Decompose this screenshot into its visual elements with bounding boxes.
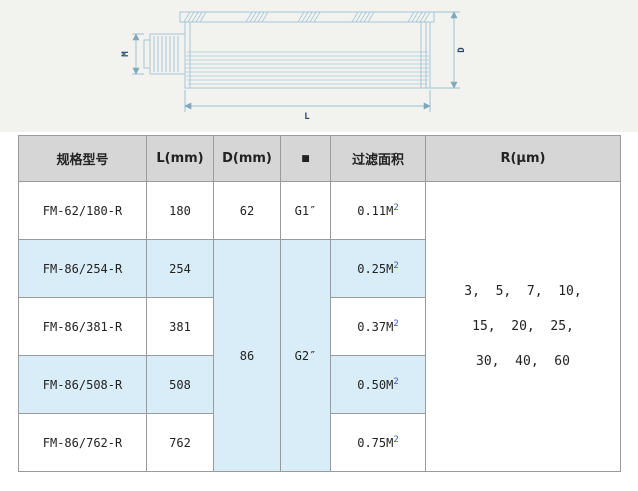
length-cell: 381 [146, 297, 214, 356]
port-cell: G1″ [280, 181, 331, 240]
area-superscript: 2 [393, 434, 399, 445]
model-cell: FM-86/762-R [18, 413, 147, 472]
area-superscript: 2 [393, 202, 399, 213]
rating-line: 3, 5, 7, 10, [464, 284, 582, 299]
area-cell: 0.37M2 [330, 297, 426, 356]
area-superscript: 2 [393, 318, 399, 329]
length-cell: 762 [146, 413, 214, 472]
area-superscript: 2 [393, 260, 399, 271]
rating-line: 15, 20, 25, [472, 319, 574, 334]
header-port: ■ [280, 135, 331, 182]
header-rating: R(μm) [425, 135, 621, 182]
dimension-l [184, 90, 431, 112]
header-filter-area: 过滤面积 [330, 135, 426, 182]
length-cell: 180 [146, 181, 214, 240]
diameter-cell: 62 [213, 181, 281, 240]
model-cell: FM-86/381-R [18, 297, 147, 356]
filter-body [184, 22, 431, 89]
header-row: 规格型号 L(mm) D(mm) ■ 过滤面积 R(μm) [18, 135, 621, 182]
area-value: 0.37M [357, 319, 394, 334]
filter-connector [143, 33, 186, 75]
area-value: 0.25M [357, 261, 394, 276]
filter-drawing-svg: M D L [121, 11, 467, 122]
rating-line: 30, 40, 60 [476, 354, 570, 369]
filter-technical-drawing: M D L [0, 0, 638, 132]
dimension-label-m: M [121, 51, 131, 57]
table-row: FM-86/762-R 762 0.75M2 [18, 413, 621, 472]
table-row: FM-62/180-R 180 62 G1″ 0.11M2 3, 5, 7, 1… [18, 181, 621, 472]
header-model: 规格型号 [18, 135, 147, 182]
area-cell: 0.50M2 [330, 355, 426, 414]
table-row: FM-86/508-R 508 0.50M2 [18, 355, 621, 414]
model-cell: FM-86/254-R [18, 239, 147, 298]
area-cell: 0.75M2 [330, 413, 426, 472]
port-cell-merged: G2″ [280, 239, 331, 472]
area-cell: 0.25M2 [330, 239, 426, 298]
dimension-label-d: D [457, 47, 467, 53]
model-cell: FM-86/508-R [18, 355, 147, 414]
dimension-m [132, 33, 144, 75]
diameter-cell-merged: 86 [213, 239, 281, 472]
header-length: L(mm) [146, 135, 214, 182]
filter-pleats [185, 51, 430, 85]
length-cell: 254 [146, 239, 214, 298]
dimension-d [430, 11, 460, 89]
rating-values-cell: 3, 5, 7, 10, 15, 20, 25, 30, 40, 60 [425, 181, 621, 472]
area-cell: 0.11M2 [330, 181, 426, 240]
header-diameter: D(mm) [213, 135, 281, 182]
length-cell: 508 [146, 355, 214, 414]
table-row: FM-86/381-R 381 0.37M2 [18, 297, 621, 356]
model-cell: FM-62/180-R [18, 181, 147, 240]
area-superscript: 2 [393, 376, 399, 387]
filter-top-rim [179, 11, 435, 23]
area-value: 0.75M [357, 435, 394, 450]
dimension-label-l: L [304, 112, 310, 122]
area-value: 0.11M [357, 203, 394, 218]
table-row: FM-86/254-R 254 86 G2″ 0.25M2 [18, 239, 621, 472]
spec-table: 规格型号 L(mm) D(mm) ■ 过滤面积 R(μm) FM-62/180-… [18, 135, 621, 472]
area-value: 0.50M [357, 377, 394, 392]
